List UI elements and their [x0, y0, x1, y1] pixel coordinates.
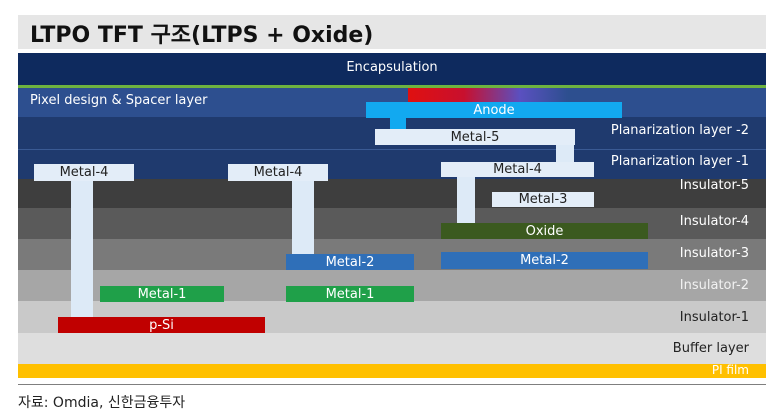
metal-5-via [556, 145, 574, 163]
metal-4-left-bar: Metal-4 [34, 164, 134, 181]
metal-1-middle-label: Metal-1 [325, 286, 375, 302]
metal-4-right-via [457, 177, 475, 223]
metal-2-right-label: Metal-2 [520, 253, 569, 268]
metal-1-left-label: Metal-1 [137, 286, 187, 302]
layer-insulator-5 [18, 179, 766, 208]
layer-insulator-2-label: Insulator-2 [679, 278, 749, 293]
layer-buffer [18, 333, 766, 364]
metal-3-bar: Metal-3 [492, 192, 594, 207]
metal-1-middle-bar: Metal-1 [286, 286, 414, 302]
metal-1-left-bar: Metal-1 [100, 286, 224, 302]
oxide-bar: Oxide [441, 223, 648, 239]
layer-buffer-label: Buffer layer [672, 341, 749, 356]
pixel-emission-gradient [408, 88, 568, 102]
p-si-bar: p-Si [58, 317, 265, 333]
anode-bar: Anode [366, 102, 622, 118]
source-note: 자료: Omdia, 신한금융투자 [18, 395, 186, 411]
metal-3-label: Metal-3 [518, 192, 568, 207]
layer-insulator-4 [18, 208, 766, 239]
metal-4-middle-via [292, 181, 314, 255]
layer-insulator-5-label: Insulator-5 [679, 178, 749, 193]
layer-pi-film-label: PI film [711, 363, 749, 377]
metal-4-left-via [71, 181, 93, 318]
layer-planarization-1-label: Planarization layer -1 [610, 154, 749, 169]
oxide-label: Oxide [525, 223, 564, 239]
layer-pi-film [18, 364, 766, 378]
metal-2-right-bar: Metal-2 [441, 252, 648, 269]
metal-4-left-label: Metal-4 [59, 165, 109, 180]
metal-4-middle-label: Metal-4 [253, 165, 303, 180]
metal-4-middle-bar: Metal-4 [228, 164, 328, 181]
layer-planarization-1 [18, 149, 766, 179]
anode-via [390, 118, 406, 130]
layer-insulator-4-label: Insulator-4 [679, 214, 749, 229]
page-title: LTPO TFT 구조(LTPS + Oxide) [30, 23, 374, 48]
layer-pixel-design-label: Pixel design & Spacer layer [30, 93, 208, 108]
layer-planarization-2-label: Planarization layer -2 [610, 123, 749, 138]
metal-5-bar: Metal-5 [375, 129, 575, 145]
layer-encapsulation [18, 53, 766, 86]
metal-5-label: Metal-5 [450, 129, 500, 145]
metal-4-right-label: Metal-4 [493, 162, 542, 177]
layer-encapsulation-label: Encapsulation [346, 60, 438, 75]
metal-2-middle-label: Metal-2 [325, 254, 375, 270]
metal-4-right-bar: Metal-4 [441, 162, 594, 177]
footer-divider [18, 384, 766, 385]
anode-label: Anode [473, 102, 515, 118]
layer-insulator-3-label: Insulator-3 [679, 246, 749, 261]
p-si-label: p-Si [149, 317, 174, 333]
title-band [18, 15, 766, 49]
layer-insulator-1-label: Insulator-1 [679, 310, 749, 325]
green-divider [18, 85, 766, 88]
metal-2-middle-bar: Metal-2 [286, 254, 414, 270]
